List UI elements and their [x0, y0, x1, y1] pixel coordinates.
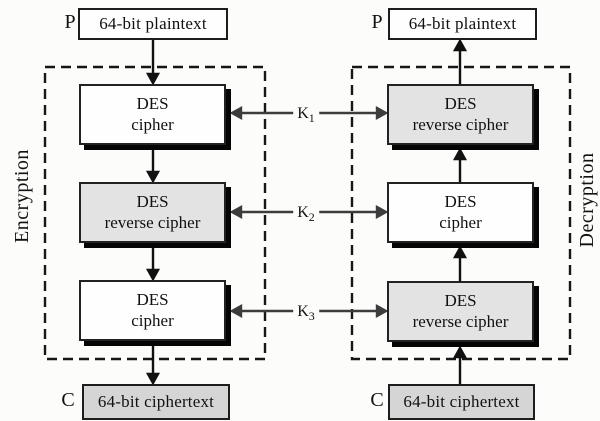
key2-label: K2 — [293, 204, 319, 225]
arrowhead-down-icon — [145, 372, 161, 386]
des-box-line2: reverse cipher — [412, 311, 509, 331]
des-box-decrypt-1: DES reverse cipher — [387, 84, 534, 145]
plaintext-box-left: 64-bit plaintext — [78, 8, 228, 40]
des-box-line2: reverse cipher — [104, 212, 201, 232]
key-name: K — [297, 105, 309, 122]
ciphertext-text: 64-bit ciphertext — [97, 392, 215, 411]
des-box-decrypt-2: DES cipher — [387, 182, 534, 243]
plaintext-text: 64-bit plaintext — [408, 14, 517, 33]
arrowhead-left-icon — [229, 204, 243, 220]
des-box-line2: cipher — [131, 114, 174, 134]
des-box-line1: DES — [136, 289, 169, 309]
ciphertext-box-right: 64-bit ciphertext — [388, 384, 535, 420]
arrowhead-right-icon — [375, 105, 389, 121]
ciphertext-label-left: C — [61, 389, 75, 411]
key3-label: K3 — [293, 303, 319, 324]
decryption-title: Decryption — [575, 152, 598, 248]
ciphertext-label-right: C — [370, 389, 384, 411]
des-box-line1: DES — [444, 290, 477, 310]
des-box-line2: cipher — [131, 310, 174, 330]
des-box-line1: DES — [136, 191, 169, 211]
arrowhead-up-icon — [452, 38, 468, 52]
encryption-flow-arrows — [145, 40, 161, 386]
des-box-decrypt-3: DES reverse cipher — [387, 281, 534, 342]
arrowhead-right-icon — [375, 204, 389, 220]
arrowhead-down-icon — [145, 268, 161, 282]
plaintext-text: 64-bit plaintext — [99, 14, 207, 33]
arrowhead-left-icon — [229, 303, 243, 319]
arrowhead-down-icon — [145, 170, 161, 184]
des-box-encrypt-2: DES reverse cipher — [79, 182, 226, 243]
key-name: K — [297, 303, 309, 320]
des-box-line1: DES — [444, 191, 477, 211]
des-box-line1: DES — [136, 93, 169, 113]
des-box-line2: cipher — [439, 212, 482, 232]
key-name: K — [297, 204, 309, 221]
arrowhead-up-icon — [452, 345, 468, 359]
plaintext-label-left: P — [64, 11, 76, 33]
encryption-title: Encryption — [10, 149, 33, 243]
des-box-encrypt-1: DES cipher — [79, 84, 226, 145]
des-box-line2: reverse cipher — [412, 114, 509, 134]
key-subscript: 1 — [308, 111, 315, 126]
arrowhead-up-icon — [452, 147, 468, 161]
key-subscript: 3 — [308, 309, 315, 324]
des-box-line1: DES — [444, 93, 477, 113]
arrowhead-down-icon — [145, 72, 161, 86]
plaintext-label-right: P — [371, 11, 383, 33]
key1-label: K1 — [293, 105, 319, 126]
plaintext-box-right: 64-bit plaintext — [388, 8, 537, 40]
arrowhead-up-icon — [452, 245, 468, 259]
ciphertext-box-left: 64-bit ciphertext — [82, 384, 230, 420]
arrowhead-right-icon — [375, 303, 389, 319]
decryption-flow-arrows — [452, 38, 468, 384]
des-box-encrypt-3: DES cipher — [79, 280, 226, 341]
key-subscript: 2 — [308, 210, 315, 225]
arrowhead-left-icon — [229, 105, 243, 121]
ciphertext-text: 64-bit ciphertext — [403, 392, 520, 411]
